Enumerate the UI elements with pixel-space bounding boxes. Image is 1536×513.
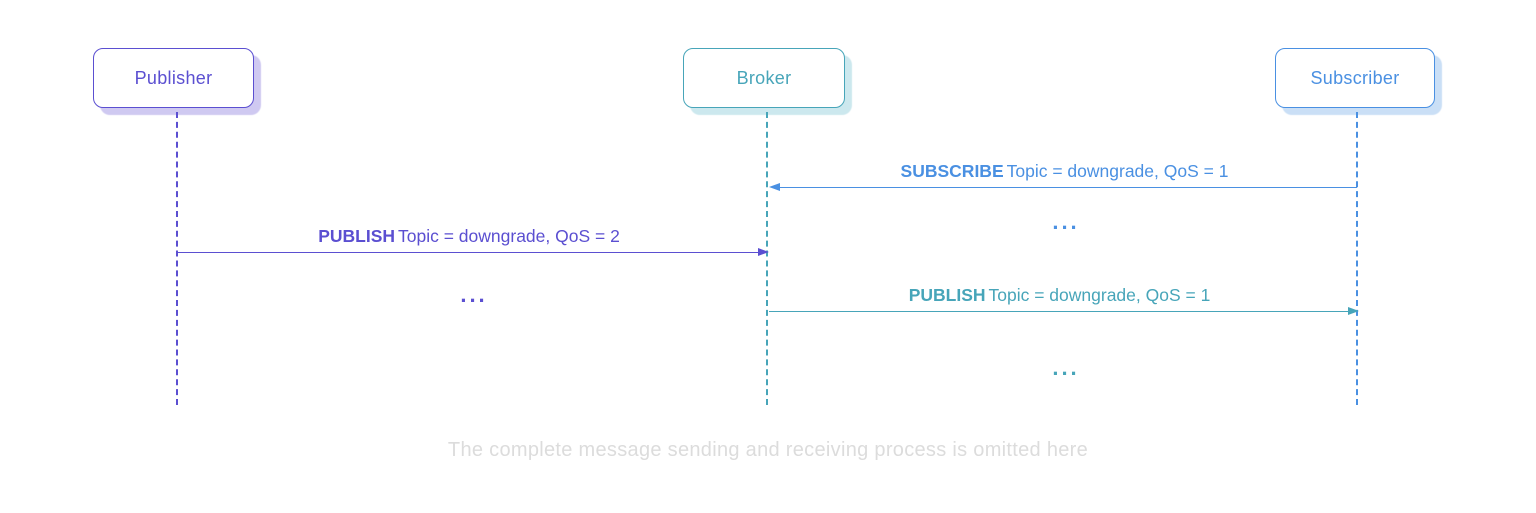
actor-box-broker: Broker (683, 48, 845, 108)
lifeline-subscriber (1356, 112, 1358, 405)
message-detail-publish-qos1: Topic = downgrade, QoS = 1 (988, 285, 1211, 305)
message-arrow-publish-qos2 (178, 252, 760, 253)
message-arrow-subscribe (772, 187, 1357, 188)
lifeline-publisher (176, 112, 178, 405)
message-detail-subscribe: Topic = downgrade, QoS = 1 (1006, 161, 1229, 181)
message-keyword-subscribe: SUBSCRIBE (900, 161, 1004, 181)
lifeline-broker (766, 112, 768, 405)
actor-box-subscriber: Subscriber (1275, 48, 1435, 108)
actor-box-publisher: Publisher (93, 48, 254, 108)
ellipsis-subscriber-broker: ... (1052, 209, 1080, 234)
message-detail-publish-qos2: Topic = downgrade, QoS = 2 (398, 226, 620, 246)
ellipsis-broker-subscriber: ... (1052, 355, 1080, 380)
actor-label-broker: Broker (736, 67, 792, 88)
actor-label-subscriber: Subscriber (1310, 67, 1400, 88)
arrowhead-right-icon (1348, 307, 1359, 315)
message-keyword-publish-qos2: PUBLISH (318, 226, 395, 246)
message-arrow-publish-qos1 (769, 311, 1350, 312)
actor-label-publisher: Publisher (134, 67, 213, 88)
ellipsis-publisher-broker: ... (460, 282, 488, 307)
message-keyword-publish-qos1: PUBLISH (908, 285, 986, 305)
diagram-caption: The complete message sending and receivi… (447, 439, 1089, 461)
arrowhead-left-icon (769, 183, 780, 191)
arrowhead-right-icon (758, 248, 769, 256)
